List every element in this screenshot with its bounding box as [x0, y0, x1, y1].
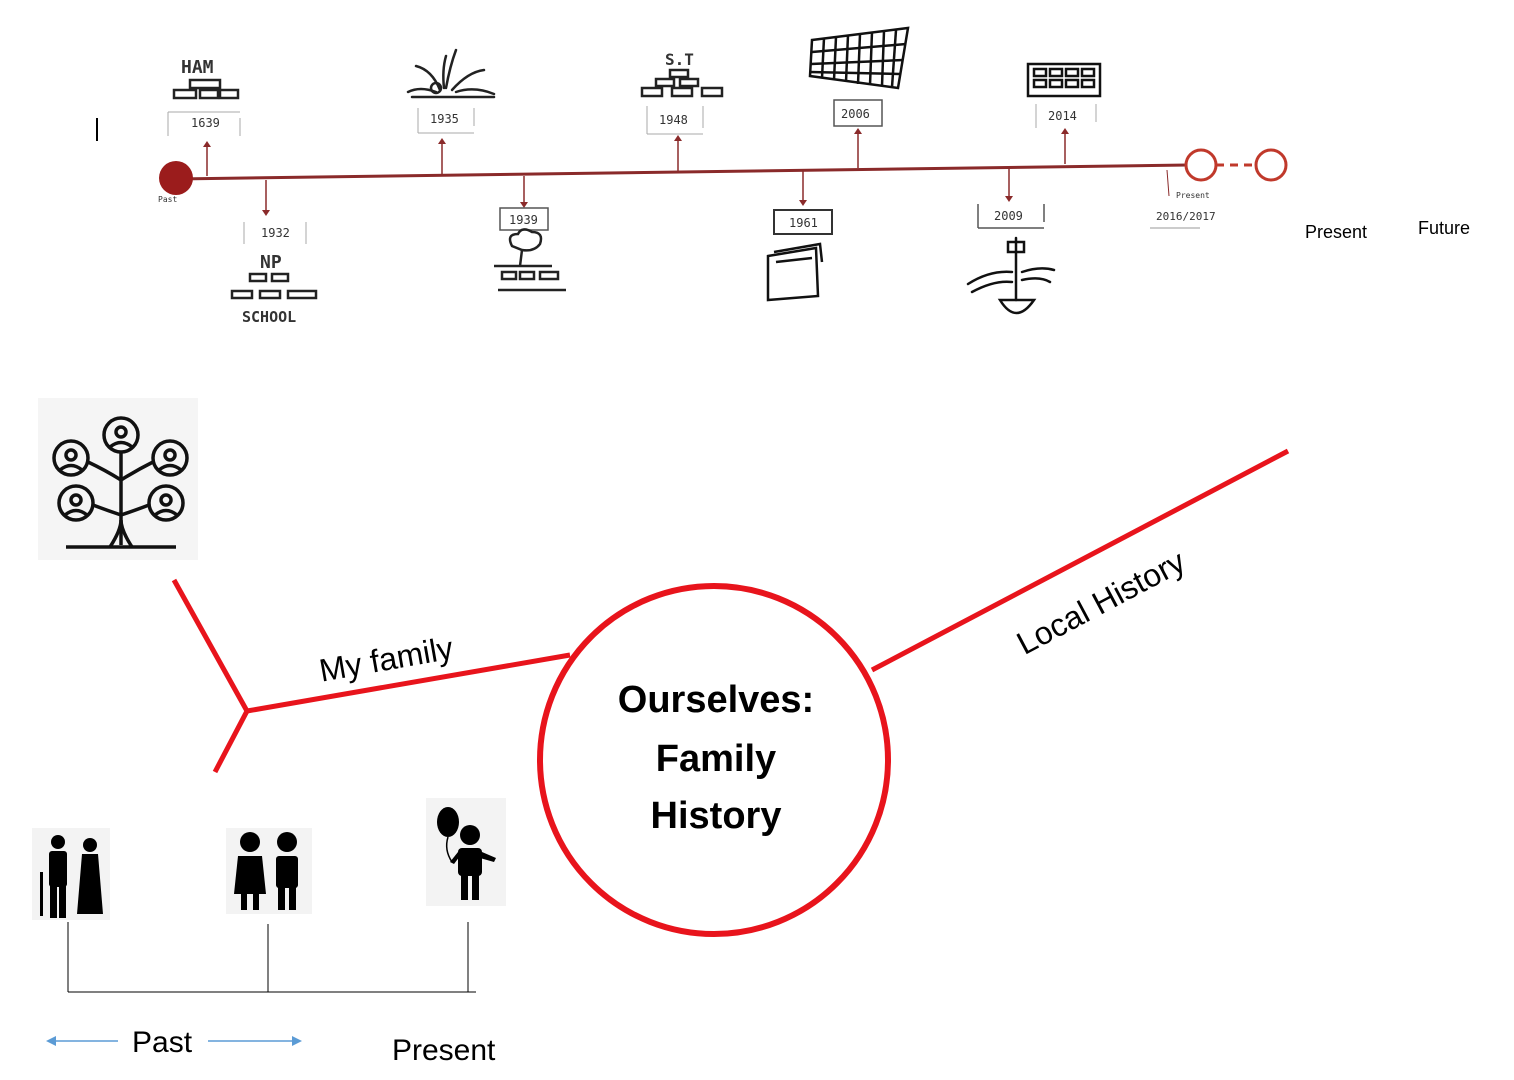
timeline-start-dot — [159, 161, 193, 195]
mindmap: Ourselves: Family History My family Loca… — [171, 448, 1290, 937]
event-year: 1639 — [191, 116, 220, 130]
timeline-event-1932: 1932 NP SCHOOL — [230, 180, 318, 326]
timeline-event-2014: 2014 — [1026, 62, 1102, 164]
book-icon — [766, 242, 824, 302]
center-node — [537, 583, 891, 937]
timeline-axis — [175, 163, 1189, 181]
event-year: 2006 — [841, 107, 870, 121]
event-caption: HAM — [181, 57, 214, 78]
event-caption-bottom: SCHOOL — [242, 308, 296, 326]
timeline-start-label: Past — [158, 195, 177, 204]
past-arrow-right — [208, 1036, 302, 1046]
grandparents-icon — [32, 828, 110, 920]
branch-line-local-history — [870, 448, 1290, 673]
timeline-present-year: 2016/2017 — [1156, 210, 1216, 223]
event-year: 2014 — [1048, 109, 1077, 123]
timeline-present-circle — [1184, 148, 1218, 182]
child-with-balloon-icon — [426, 798, 506, 906]
timeline-event-1639: HAM 1639 — [167, 57, 241, 176]
solar-panel-icon — [808, 26, 910, 90]
building-icon — [230, 272, 318, 300]
timeline-event-2006: 2006 — [808, 26, 910, 168]
branch-line-my-family — [171, 578, 250, 774]
building-icon — [640, 68, 724, 98]
generation-bracket — [67, 922, 476, 993]
past-arrow-left — [46, 1036, 118, 1046]
branch-label-local-history: Local History — [1011, 543, 1191, 662]
timeline: Past Present 2016/2017 Present Future HA… — [96, 26, 1470, 326]
event-year: 1939 — [509, 213, 538, 227]
tree-building-icon — [494, 228, 566, 292]
timeline-event-2009: 2009 — [966, 168, 1056, 315]
school-building-icon — [1026, 62, 1102, 98]
event-year: 1961 — [789, 216, 818, 230]
parents-icon — [226, 828, 312, 914]
event-year: 1935 — [430, 112, 459, 126]
timeline-event-1935: 1935 — [406, 48, 496, 174]
center-title-line2: Family — [656, 738, 776, 780]
fireworks-icon — [406, 48, 496, 99]
event-year: 2009 — [994, 209, 1023, 223]
family-tree-icon — [38, 398, 198, 560]
generations-past-label: Past — [132, 1026, 193, 1059]
center-title-line1: Ourselves: — [618, 679, 814, 721]
timeline-event-1961: 1961 — [766, 170, 833, 302]
event-caption-top: NP — [260, 252, 282, 273]
generations: Past Present — [32, 798, 506, 1067]
timeline-event-1948: S.T 1948 — [640, 50, 724, 171]
timeline-future-label: Future — [1418, 218, 1470, 238]
building-icon — [172, 78, 240, 100]
event-year: 1932 — [261, 226, 290, 240]
ship-icon — [966, 236, 1056, 315]
branch-line-my-family-main — [246, 652, 571, 714]
center-title-line3: History — [651, 795, 782, 837]
timeline-present-small-label: Present — [1176, 191, 1210, 200]
event-caption: S.T — [665, 50, 694, 69]
event-year: 1948 — [659, 113, 688, 127]
generations-present-label: Present — [392, 1034, 496, 1067]
present-tick — [1166, 169, 1170, 197]
timeline-event-1939: 1939 — [494, 176, 566, 292]
timeline-future-circle — [1254, 148, 1288, 182]
timeline-present-label: Present — [1305, 222, 1367, 242]
